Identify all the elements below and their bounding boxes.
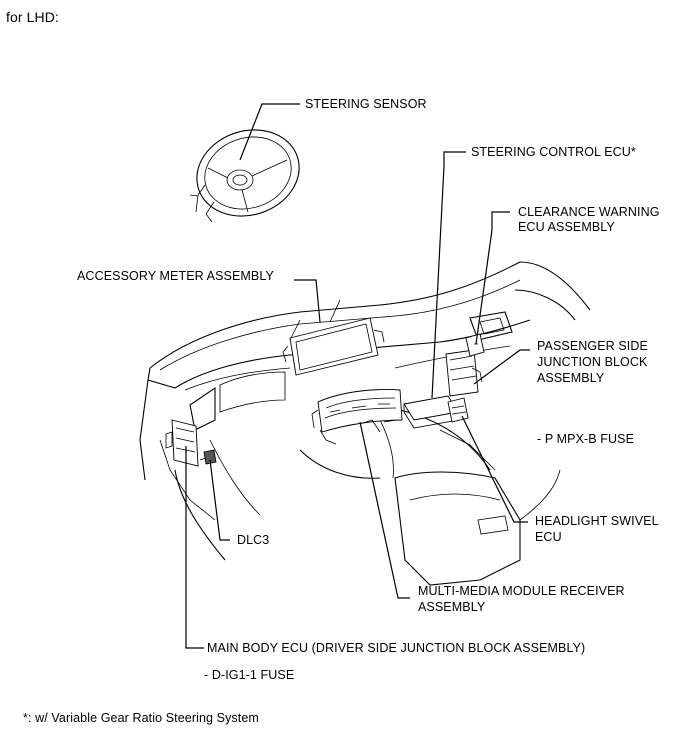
passenger-junction-block-drawing <box>445 333 485 397</box>
leader-lines <box>185 103 530 649</box>
steering-wheel-drawing <box>189 129 300 223</box>
label-multimedia-line1: MULTI-MEDIA MODULE RECEIVER <box>418 584 625 598</box>
main-body-ecu-drawing <box>165 419 199 467</box>
label-clearance-warning-line2: ECU ASSEMBLY <box>518 220 615 234</box>
label-accessory-meter: ACCESSORY METER ASSEMBLY <box>77 269 274 283</box>
label-headlight-swivel-line2: ECU <box>535 530 562 544</box>
diagram-heading: for LHD: <box>6 9 59 25</box>
label-p-mpx-b-fuse: - P MPX-B FUSE <box>537 432 635 446</box>
label-passenger-jb-line1: PASSENGER SIDE <box>537 339 648 353</box>
label-multimedia-line2: ASSEMBLY <box>418 600 486 614</box>
label-steering-control-ecu: STEERING CONTROL ECU* <box>471 145 636 159</box>
dlc3-drawing <box>199 449 217 465</box>
dashboard-outline <box>139 261 591 586</box>
label-passenger-jb-line2: JUNCTION BLOCK <box>537 355 648 369</box>
label-clearance-warning-line1: CLEARANCE WARNING <box>518 205 660 219</box>
label-passenger-jb-line3: ASSEMBLY <box>537 371 605 385</box>
footnote: *: w/ Variable Gear Ratio Steering Syste… <box>23 711 259 725</box>
accessory-meter-drawing <box>282 317 385 376</box>
label-d-ig1-fuse: - D-IG1-1 FUSE <box>204 668 295 682</box>
headlight-swivel-ecu-drawing <box>447 397 469 423</box>
multimedia-receiver-drawing <box>311 389 403 445</box>
label-steering-sensor: STEERING SENSOR <box>305 97 427 111</box>
label-dlc3: DLC3 <box>237 533 270 547</box>
label-main-body-ecu: MAIN BODY ECU (DRIVER SIDE JUNCTION BLOC… <box>207 641 586 655</box>
label-headlight-swivel-line1: HEADLIGHT SWIVEL <box>535 514 659 528</box>
